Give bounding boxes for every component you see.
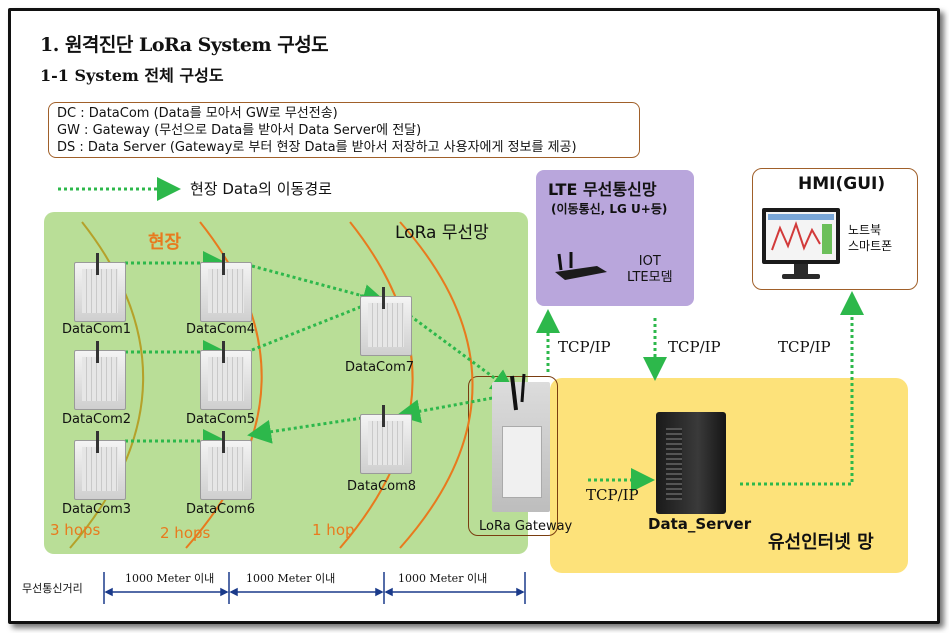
distance-ruler xyxy=(103,572,526,604)
route-label: 현장 Data의 이동경로 xyxy=(190,180,332,198)
hop-arc-0 xyxy=(399,221,474,549)
datacom-2-device xyxy=(74,341,126,410)
site-label: 현장 xyxy=(148,232,182,253)
hmi-line1: 노트북 xyxy=(848,223,882,237)
legend-box: DC : DataCom (Data를 모아서 GW로 무선전송) GW : G… xyxy=(48,102,640,158)
server-label: Data_Server xyxy=(648,515,752,533)
gateway-device xyxy=(492,382,550,512)
tcpip-label-server-hmi: TCP/IP xyxy=(778,338,831,356)
datacom-4-device xyxy=(200,253,252,322)
distance-label-3: 1000 Meter 이내 xyxy=(398,572,488,585)
legend-dc: DC : DataCom (Data를 모아서 GW로 무선전송) xyxy=(57,106,338,121)
distance-label-1: 1000 Meter 이내 xyxy=(125,572,215,585)
tcpip-label-gw-server: TCP/IP xyxy=(586,486,639,504)
arrow-dc7-gw xyxy=(404,310,516,394)
lte-iot-line1: IOT xyxy=(638,254,661,269)
datacom-7-device xyxy=(360,287,412,356)
arrow-server-hmi xyxy=(740,291,864,486)
gateway-label: LoRa Gateway xyxy=(479,519,573,534)
hmi-title: HMI(GUI) xyxy=(798,174,886,194)
distance-label-2: 1000 Meter 이내 xyxy=(246,572,336,585)
datacom-6-label: DataCom6 xyxy=(186,502,256,517)
datacom-2-label: DataCom2 xyxy=(62,412,132,427)
lte-title: LTE 무선통신망 xyxy=(548,180,657,199)
datacom-5-label: DataCom5 xyxy=(186,412,256,427)
lte-iot-line2: LTE모뎀 xyxy=(627,270,673,285)
lte-subtitle: (이동통신, LG U+등) xyxy=(551,202,668,216)
page-title: 1. 원격진단 LoRa System 구성도 xyxy=(40,34,329,56)
monitor-icon xyxy=(762,208,840,279)
tcpip-label-lte-server: TCP/IP xyxy=(668,338,721,356)
datacom-7-label: DataCom7 xyxy=(345,360,415,375)
datacom-5-device xyxy=(200,341,252,410)
lte-router-icon xyxy=(555,252,607,280)
server-tower-icon xyxy=(656,412,726,514)
hmi-devices: 노트북 스마트폰 xyxy=(848,222,892,254)
hop-arc-1 xyxy=(339,221,414,549)
distance-title: 무선통신거리 xyxy=(22,582,83,595)
legend-ds: DS : Data Server (Gateway로 부터 현장 Data를 받… xyxy=(57,140,577,155)
hops-1-label: 1 hop xyxy=(312,521,355,539)
tcpip-label-gw-lte: TCP/IP xyxy=(558,338,611,356)
arrow-gw-dc8 xyxy=(396,395,499,424)
gateway-antenna-icon xyxy=(510,373,526,411)
lora-network-title: LoRa 무선망 xyxy=(395,223,489,243)
lte-iot-label: IOT LTE모뎀 xyxy=(627,254,673,286)
datacom-8-device xyxy=(360,405,412,474)
legend-gw: GW : Gateway (무선으로 Data를 받아서 Data Server… xyxy=(57,123,422,138)
hops-2-label: 2 hops xyxy=(160,524,211,542)
datacom-4-label: DataCom4 xyxy=(186,322,256,337)
wired-internet-area xyxy=(550,378,908,573)
arrow-dc4-dc7 xyxy=(251,264,387,308)
hmi-line2: 스마트폰 xyxy=(848,239,893,253)
datacom-6-device xyxy=(200,431,252,500)
datacom-3-device xyxy=(74,431,126,500)
datacom-8-label: DataCom8 xyxy=(347,479,417,494)
hops-3-label: 3 hops xyxy=(50,521,101,539)
datacom-1-label: DataCom1 xyxy=(62,322,132,337)
datacom-3-label: DataCom3 xyxy=(62,502,132,517)
wired-internet-title: 유선인터넷 망 xyxy=(768,532,874,553)
lte-network-box xyxy=(536,170,694,306)
arrow-dc8-dc6 xyxy=(247,416,363,444)
arrow-dc5-dc7 xyxy=(251,294,387,352)
section-title: 1-1 System 전체 구성도 xyxy=(40,66,224,85)
datacom-1-device xyxy=(74,253,126,322)
